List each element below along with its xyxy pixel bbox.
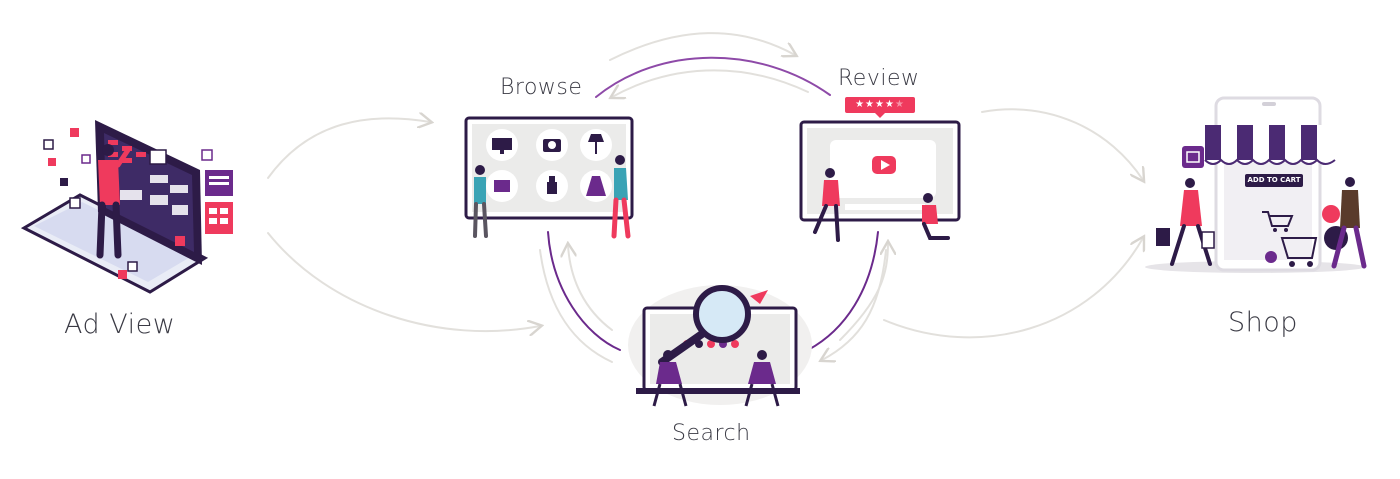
- lamp-icon: [588, 134, 604, 154]
- connector-review-search-a: [807, 231, 879, 351]
- search-illustration: [628, 285, 812, 407]
- star-icon: ★: [875, 99, 885, 110]
- connector-browse-review-top: [609, 32, 795, 61]
- review-illustration: [799, 97, 961, 242]
- play-icon: [872, 156, 896, 174]
- shop-illustration: [1145, 96, 1367, 273]
- connector-review-shop-top: [981, 108, 1143, 180]
- ad-view-illustration: [20, 120, 233, 294]
- stage-label-ad-view: Ad View: [64, 309, 176, 340]
- star-icon: ★: [855, 99, 866, 110]
- connector-browse-search-b: [539, 249, 613, 363]
- rating-stars: ★★★★★: [848, 98, 912, 112]
- star-icon: ★: [894, 99, 905, 110]
- connector-adview-search: [267, 232, 540, 331]
- connector-adview-browse-top: [267, 118, 430, 179]
- stage-label-shop: Shop: [1228, 307, 1298, 338]
- gift-icon: [1182, 146, 1204, 168]
- bag-icon: [494, 180, 510, 192]
- magnifier-icon: [658, 285, 751, 366]
- paper-plane-icon: [750, 290, 768, 304]
- connector-review-search-b: [822, 249, 887, 360]
- connector-browse-review-mid: [595, 56, 831, 98]
- connectors: [267, 32, 1149, 363]
- browse-illustration: [464, 116, 634, 239]
- dress-icon: [586, 176, 606, 196]
- stage-label-browse: Browse: [500, 75, 583, 100]
- rating-badge: [845, 97, 915, 113]
- connector-search-review: [839, 243, 888, 341]
- awning: [1204, 125, 1336, 165]
- connector-search-shop: [883, 238, 1143, 339]
- monitor-icon: [492, 138, 512, 154]
- connector-browse-search-a: [547, 231, 621, 351]
- bottle-icon: [547, 176, 557, 194]
- star-icon: ★: [884, 99, 895, 110]
- star-icon: ★: [865, 99, 876, 110]
- stage-label-search: Search: [672, 421, 751, 446]
- connector-search-browse: [568, 245, 613, 331]
- add-to-cart-badge: [1245, 174, 1303, 187]
- camera-icon: [543, 139, 561, 152]
- cart-icon: [1262, 211, 1294, 232]
- stage-label-review: Review: [838, 66, 920, 91]
- connector-review-browse-back: [612, 69, 809, 97]
- add-to-cart-label: ADD TO CART: [1247, 176, 1301, 184]
